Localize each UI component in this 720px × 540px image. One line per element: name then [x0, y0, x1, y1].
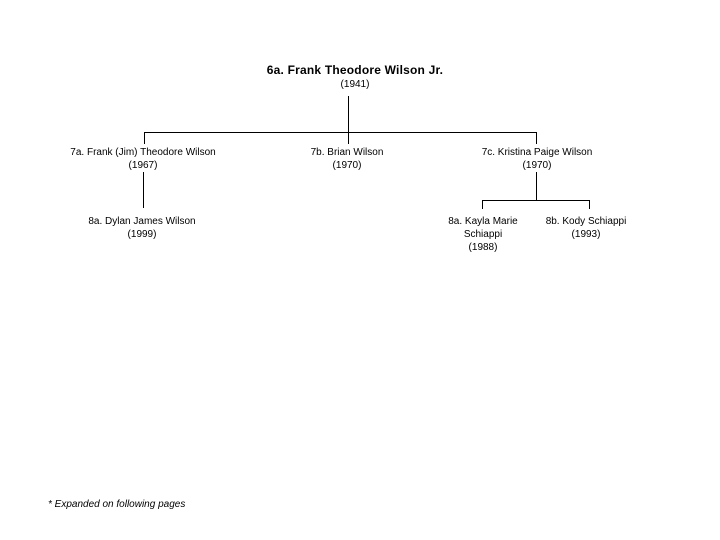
connector-7a-drop [144, 133, 145, 144]
node-8b-kody-year: (1993) [571, 229, 601, 240]
connector-7b-drop [348, 133, 349, 144]
connector-kody-drop [589, 201, 590, 209]
node-7c: 7c. Kristina Paige Wilson (1970) [437, 146, 637, 172]
node-root: 6a. Frank Theodore Wilson Jr. (1941) [245, 62, 465, 91]
connector-gen7-horizontal [144, 132, 537, 133]
node-7b-name: 7b. Brian Wilson [310, 147, 384, 158]
connector-7c-vertical [536, 172, 537, 200]
node-7a: 7a. Frank (Jim) Theodore Wilson (1967) [43, 146, 243, 172]
connector-7c-drop [536, 133, 537, 144]
node-7c-year: (1970) [522, 160, 552, 171]
node-8a-kayla-name: 8a. Kayla Marie Schiappi [448, 216, 518, 240]
node-8b-kody-name: 8b. Kody Schiappi [545, 216, 627, 227]
node-8a-dylan: 8a. Dylan James Wilson (1999) [42, 215, 242, 241]
node-8a-dylan-year: (1999) [127, 229, 157, 240]
node-8a-dylan-name: 8a. Dylan James Wilson [88, 216, 196, 227]
node-7b: 7b. Brian Wilson (1970) [247, 146, 447, 172]
connector-root-vertical [348, 96, 349, 132]
node-root-year: (1941) [340, 79, 370, 90]
node-8b-kody: 8b. Kody Schiappi (1993) [531, 215, 641, 241]
node-7b-year: (1970) [332, 160, 362, 171]
connector-7a-to-8a [143, 172, 144, 208]
node-7a-name: 7a. Frank (Jim) Theodore Wilson [70, 147, 216, 158]
node-root-name: 6a. Frank Theodore Wilson Jr. [266, 63, 444, 77]
node-8a-kayla-year: (1988) [468, 242, 498, 253]
node-7a-year: (1967) [128, 160, 158, 171]
node-8a-kayla: 8a. Kayla Marie Schiappi (1988) [443, 215, 523, 254]
connector-kayla-drop [482, 201, 483, 209]
footnote: * Expanded on following pages [48, 499, 186, 510]
connector-gen8-horizontal [482, 200, 590, 201]
node-7c-name: 7c. Kristina Paige Wilson [481, 147, 593, 158]
